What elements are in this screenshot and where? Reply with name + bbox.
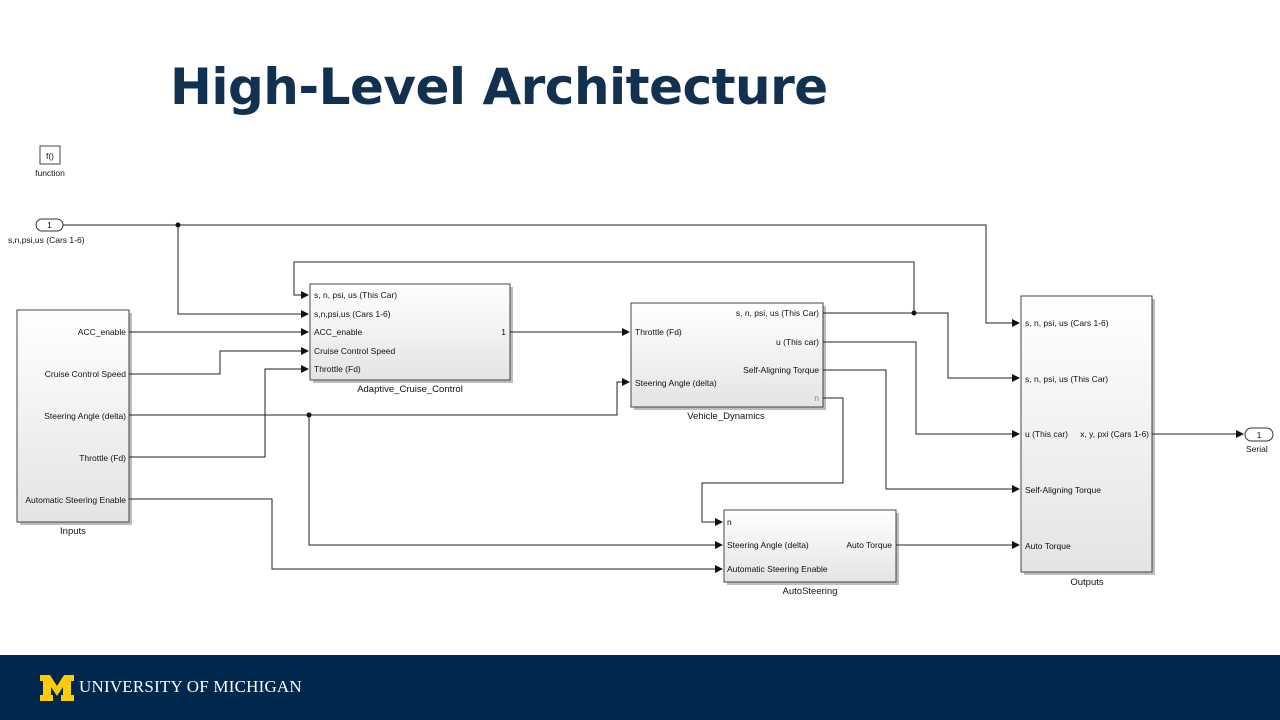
inport-label: s,n,psi,us (Cars 1-6) <box>8 235 85 245</box>
out-port-u: u (This car) <box>1025 429 1068 439</box>
function-block[interactable]: f() function <box>35 145 65 178</box>
wire-steering-to-vd <box>129 378 630 416</box>
wire-n-to-auto <box>701 397 844 526</box>
vd-out-u: u (This car) <box>776 337 819 347</box>
acc-port-acc-enable: ACC_enable <box>314 327 362 337</box>
inputs-block[interactable]: ACC_enable Cruise Control Speed Steering… <box>16 309 132 537</box>
vd-block-name: Vehicle_Dynamics <box>687 411 765 422</box>
branch-point-feedback <box>911 310 917 316</box>
simulink-diagram: f() function 1 s,n,psi,us (Cars 1-6) 1 S… <box>8 145 1274 597</box>
acc-port-this-car: s, n, psi, us (This Car) <box>314 290 397 300</box>
wire-cars-to-outputs <box>63 224 1020 327</box>
wire-vd-feedback-to-acc <box>293 261 915 313</box>
auto-out-torque: Auto Torque <box>846 540 892 550</box>
inputs-port-cruise-speed: Cruise Control Speed <box>45 369 127 379</box>
auto-port-steering-angle: Steering Angle (delta) <box>727 540 809 550</box>
slide-title: High-Level Architecture <box>170 58 828 116</box>
wire-u-to-outputs <box>823 341 1020 438</box>
wire-torque-to-outputs <box>823 369 1020 493</box>
wire-vd-this-car-to-outputs <box>823 312 1020 382</box>
outputs-block-name: Outputs <box>1070 577 1104 588</box>
signal-wires <box>63 222 1244 573</box>
function-symbol: f() <box>46 151 54 161</box>
vehicle-dynamics-block[interactable]: Throttle (Fd) Steering Angle (delta) s, … <box>630 302 826 422</box>
inport-block[interactable]: 1 s,n,psi,us (Cars 1-6) <box>8 218 85 245</box>
acc-out-port: 1 <box>501 327 506 337</box>
auto-port-n: n <box>727 517 732 527</box>
acc-port-cruise-speed: Cruise Control Speed <box>314 346 396 356</box>
acc-block[interactable]: s, n, psi, us (This Car) s,n,psi,us (Car… <box>309 283 513 395</box>
acc-port-throttle: Throttle (Fd) <box>314 364 361 374</box>
autosteering-block[interactable]: n Steering Angle (delta) Automatic Steer… <box>723 509 899 597</box>
vd-port-steering-angle: Steering Angle (delta) <box>635 378 717 388</box>
branch-point-cars <box>175 222 181 228</box>
outport-block[interactable]: 1 Serial <box>1244 427 1274 454</box>
out-port-this-car: s, n, psi, us (This Car) <box>1025 374 1108 384</box>
inputs-port-throttle: Throttle (Fd) <box>79 453 126 463</box>
block-m-logo <box>40 675 74 701</box>
out-port-cars: s, n, psi, us (Cars 1-6) <box>1025 318 1109 328</box>
university-name: UNIVERSITY OF MICHIGAN <box>79 677 302 696</box>
vd-out-n: n <box>814 393 819 403</box>
auto-block-name: AutoSteering <box>783 586 838 597</box>
wire-auto-steer-enable <box>129 498 723 573</box>
function-label: function <box>35 168 65 178</box>
wire-cars-to-acc <box>177 225 309 318</box>
out-port-auto-torque: Auto Torque <box>1025 541 1071 551</box>
outport-number: 1 <box>1257 430 1262 440</box>
branch-point-steering <box>306 412 312 418</box>
wire-steering-to-auto <box>308 415 723 549</box>
out-port-xy: x, y, pxi (Cars 1-6) <box>1080 429 1149 439</box>
footer-bar: UNIVERSITY OF MICHIGAN <box>0 655 1280 720</box>
out-port-torque: Self-Aligning Torque <box>1025 485 1101 495</box>
vd-out-this-car: s, n, psi, us (This Car) <box>736 308 819 318</box>
wire-cruise-speed <box>129 347 309 375</box>
acc-block-name: Adaptive_Cruise_Control <box>357 384 463 395</box>
vd-out-torque: Self-Aligning Torque <box>743 365 819 375</box>
outputs-block[interactable]: s, n, psi, us (Cars 1-6) s, n, psi, us (… <box>1020 295 1155 588</box>
vd-port-throttle: Throttle (Fd) <box>635 327 682 337</box>
inputs-port-steering-angle: Steering Angle (delta) <box>44 411 126 421</box>
inputs-port-acc-enable: ACC_enable <box>78 327 126 337</box>
acc-port-cars: s,n,psi,us (Cars 1-6) <box>314 309 391 319</box>
outport-label: Serial <box>1246 444 1268 454</box>
wire-throttle-to-acc <box>129 365 309 458</box>
inport-number: 1 <box>47 220 52 230</box>
inputs-block-name: Inputs <box>60 526 86 537</box>
inputs-port-auto-steer-enable: Automatic Steering Enable <box>25 495 126 505</box>
auto-port-auto-steer-enable: Automatic Steering Enable <box>727 564 828 574</box>
